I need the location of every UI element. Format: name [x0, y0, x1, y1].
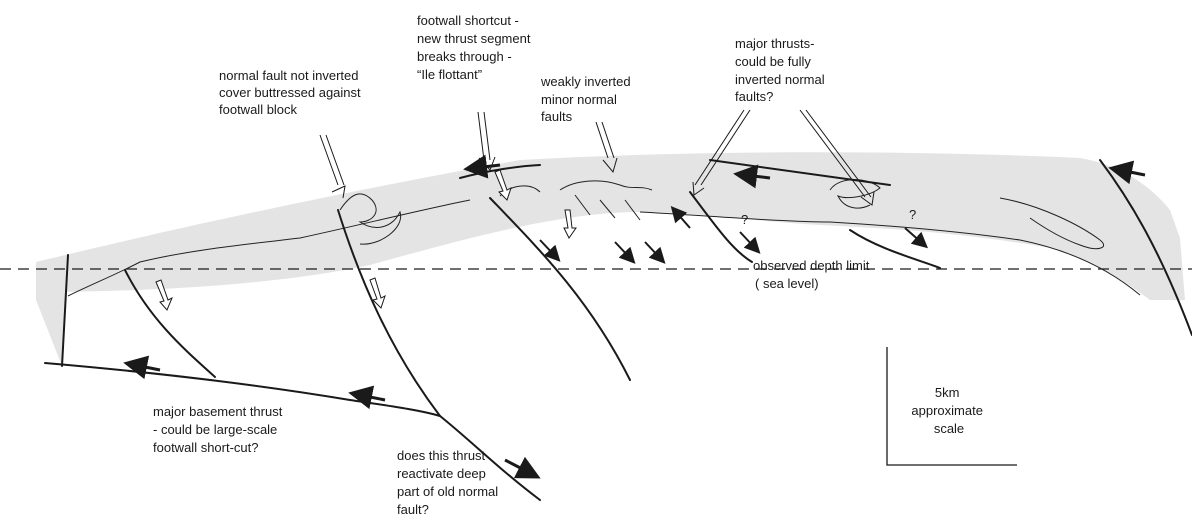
- label-scale: 5km approximate scale: [911, 385, 986, 436]
- slip-arrow-2: [360, 395, 385, 400]
- label-weakly-inverted: weakly inverted minor normal faults: [540, 74, 634, 124]
- slip-arrow-3: [505, 460, 530, 473]
- label-depth-limit: observed depth limit ( sea level): [753, 258, 873, 291]
- label-footwall-shortcut: footwall shortcut - new thrust segment b…: [417, 13, 534, 82]
- pointer-normal-fault: [320, 135, 345, 198]
- slip-arrow-8: [615, 242, 630, 258]
- label-reactivate: does this thrust reactivate deep part of…: [397, 448, 502, 517]
- slip-arrow-1: [135, 365, 160, 370]
- label-major-thrusts: major thrusts- could be fully inverted n…: [735, 36, 828, 104]
- slip-arrow-9: [645, 242, 660, 258]
- question-mark-2: ?: [909, 207, 916, 222]
- label-normal-fault: normal fault not inverted cover buttress…: [219, 68, 364, 117]
- hollow-arrow-2: [370, 278, 385, 308]
- pointer-footwall-shortcut: [478, 112, 495, 170]
- label-basement-thrust: major basement thrust - could be large-s…: [153, 404, 286, 455]
- sedimentary-cover: [36, 152, 1185, 300]
- question-mark-1: ?: [741, 212, 748, 227]
- slip-arrow-10: [740, 232, 755, 248]
